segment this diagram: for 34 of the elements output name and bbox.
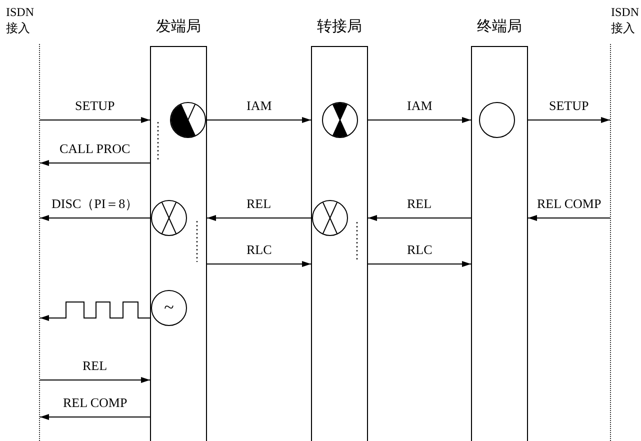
exchange-label: 发端局 bbox=[155, 18, 202, 36]
switch-symbol bbox=[170, 102, 206, 138]
switch-symbol bbox=[479, 102, 515, 138]
message-arrow bbox=[40, 215, 150, 221]
exchange-label: 终端局 bbox=[476, 18, 523, 36]
tone-circle: ~ bbox=[151, 290, 187, 326]
message-label: CALL PROC bbox=[58, 141, 132, 156]
message-arrow bbox=[206, 261, 312, 267]
message-arrow bbox=[206, 117, 312, 123]
tone-arrow bbox=[40, 302, 152, 321]
isdn-label: ISDN 接入 bbox=[611, 4, 640, 36]
message-label: SETUP bbox=[73, 98, 117, 113]
message-label: IAM bbox=[244, 98, 274, 113]
message-arrow bbox=[368, 215, 472, 221]
message-arrow bbox=[528, 117, 610, 123]
message-label: RLC bbox=[405, 242, 434, 257]
message-label: RLC bbox=[244, 242, 274, 257]
message-arrow bbox=[368, 261, 472, 267]
message-label: REL COMP bbox=[61, 395, 130, 410]
message-arrow bbox=[206, 215, 312, 221]
message-label: IAM bbox=[405, 98, 434, 113]
message-arrow bbox=[528, 215, 610, 221]
message-arrow bbox=[368, 117, 472, 123]
switch-symbol bbox=[312, 200, 348, 236]
message-label: SETUP bbox=[547, 98, 591, 113]
isdn-label: ISDN 接入 bbox=[6, 4, 36, 36]
switch-symbol bbox=[322, 102, 358, 138]
message-arrow bbox=[40, 377, 150, 383]
message-arrow bbox=[40, 160, 150, 166]
message-arrow bbox=[40, 117, 150, 123]
exchange-label: 转接局 bbox=[316, 18, 363, 36]
message-label: REL COMP bbox=[535, 196, 604, 211]
switch-symbol bbox=[151, 200, 187, 236]
message-arrow bbox=[40, 414, 150, 420]
